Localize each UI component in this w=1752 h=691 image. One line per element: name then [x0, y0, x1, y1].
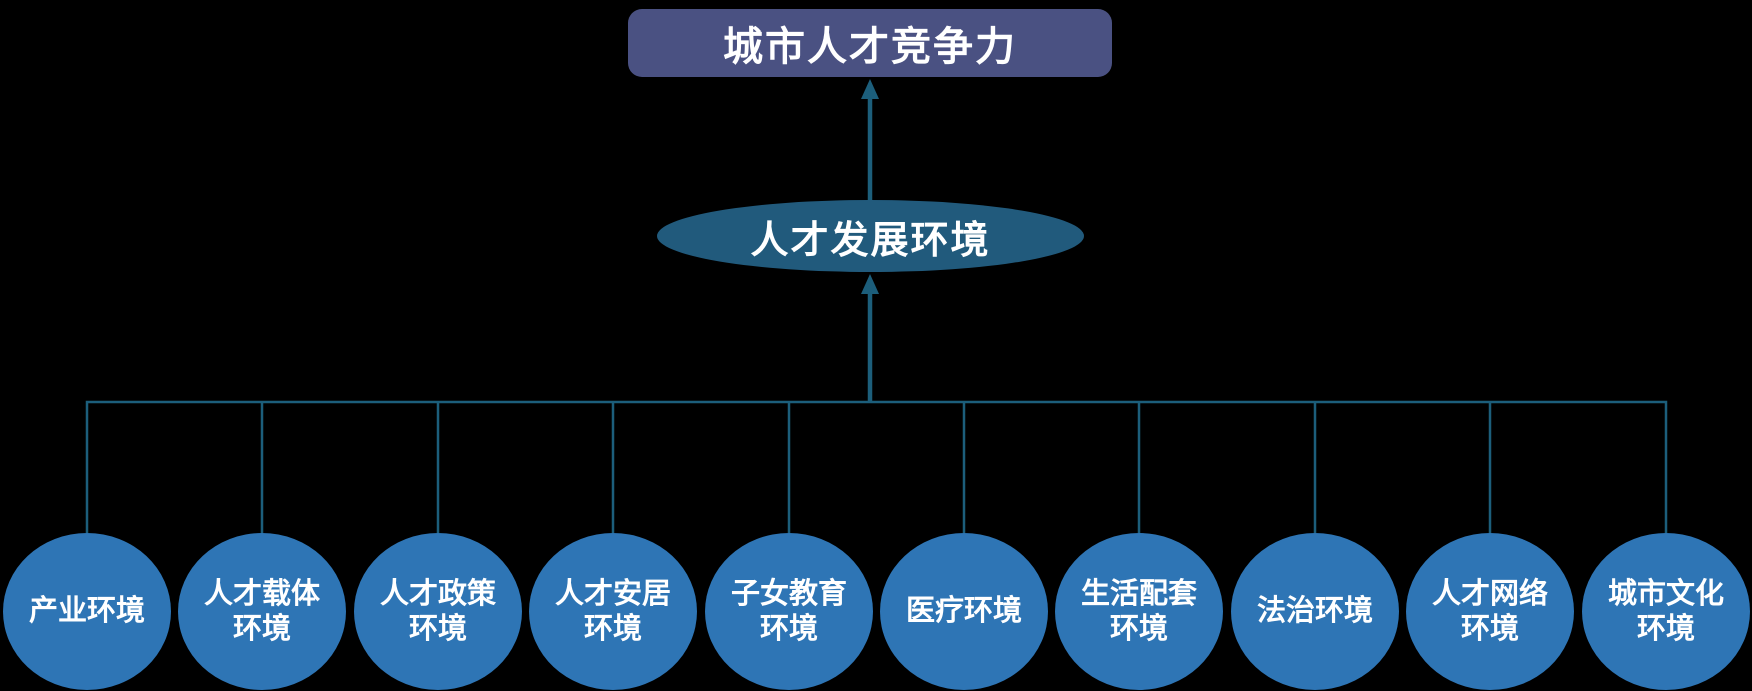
bus-line — [85, 400, 1668, 533]
factor-circle-rule-of-law: 法治环境 — [1231, 533, 1399, 690]
factor-circle-talent-housing: 人才安居 环境 — [529, 533, 697, 690]
factor-circle-medical: 医疗环境 — [880, 533, 1048, 690]
root-node: 城市人才竞争力 — [628, 9, 1112, 77]
factor-circle-living-amenities: 生活配套 环境 — [1055, 533, 1223, 690]
factor-circle-children-education: 子女教育 环境 — [705, 533, 873, 690]
arrowhead-icon — [861, 79, 879, 99]
drop-lines — [260, 402, 1492, 533]
arrow-up-to-root — [861, 79, 879, 200]
factor-circle-talent-network: 人才网络 环境 — [1406, 533, 1574, 690]
factor-circle-city-culture: 城市文化 环境 — [1582, 533, 1750, 690]
arrowhead-icon — [861, 274, 879, 294]
factor-circle-talent-policy: 人才政策 环境 — [354, 533, 522, 690]
arrow-up-to-ellipse — [861, 274, 879, 402]
root-node-label: 城市人才竞争力 — [723, 25, 1017, 69]
factor-circle-industry: 产业环境 — [3, 533, 171, 690]
factor-circle-talent-carrier: 人才载体 环境 — [178, 533, 346, 690]
level2-node-label: 人才发展环境 — [750, 219, 991, 262]
level2-node: 人才发展环境 — [657, 200, 1084, 272]
